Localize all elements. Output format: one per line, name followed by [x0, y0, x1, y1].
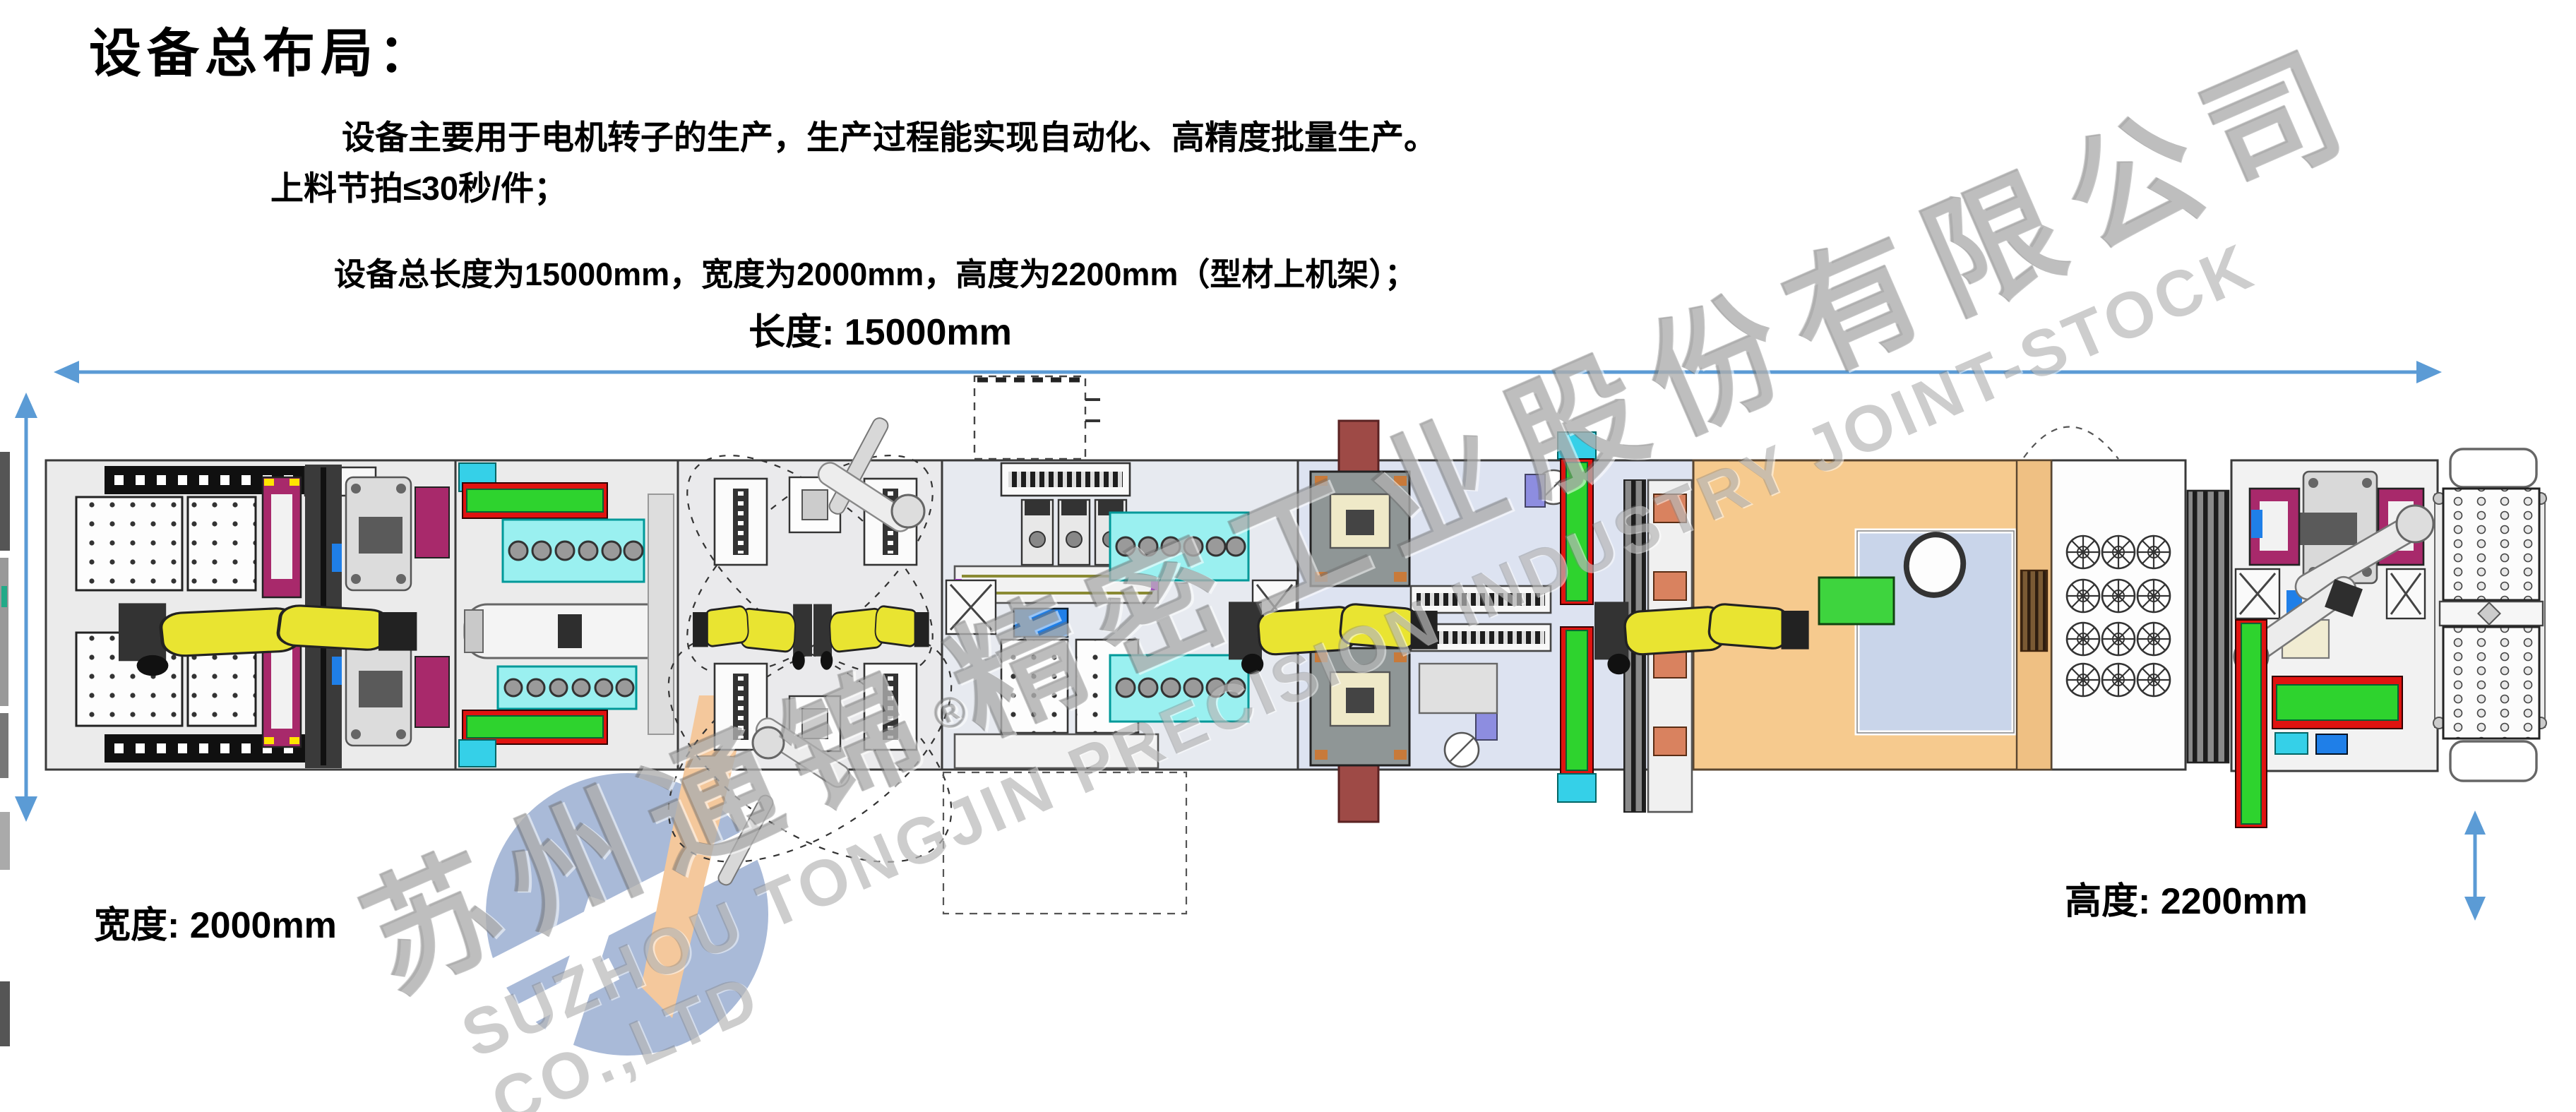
enclosure-room — [1818, 426, 2119, 771]
description-line-3: 设备总长度为15000mm，宽度为2000mm，高度为2200mm（型材上机架）… — [334, 256, 1417, 292]
pallet-tray — [186, 496, 257, 592]
robot-cell-station — [667, 417, 953, 886]
transfer-conveyor-station — [458, 462, 674, 767]
pallet-tray — [75, 496, 184, 592]
description-line-1: 设备主要用于电机转子的生产，生产过程能实现自动化、高精度批量生产。 — [342, 119, 1437, 156]
press-station — [942, 375, 1298, 915]
side-grille — [2186, 489, 2230, 764]
width-dimension-label: 宽度: 2000mm — [94, 905, 337, 946]
gray-fixture-block — [1309, 647, 1411, 767]
description-line-2: 上料节拍≤30秒/件； — [270, 169, 568, 207]
blue-unit — [1013, 607, 1069, 638]
rotary-arm — [717, 717, 851, 886]
company-logo — [463, 773, 794, 1067]
pallet-tray — [1000, 638, 1069, 734]
length-dimension-label: 长度: 15000mm — [749, 312, 1012, 353]
assembly-station — [1227, 419, 1811, 823]
vent-grille — [2020, 569, 2049, 652]
rivet-pallet — [2442, 487, 2541, 602]
page-title: 设备总布局： — [89, 24, 436, 83]
height-dimension-label: 高度: 2200mm — [2065, 881, 2308, 922]
robot-reach-envelope — [667, 455, 953, 863]
port-hole — [1903, 532, 1967, 598]
pallet-changer — [2433, 448, 2547, 782]
gray-fixture-block — [1309, 470, 1411, 587]
rotary-arm — [817, 417, 926, 532]
loading-station — [75, 465, 450, 768]
dashed-zone-outline — [973, 375, 1087, 460]
dimension-arrows — [15, 361, 2486, 921]
dashed-zone-outline — [942, 771, 1188, 915]
left-edge-equipment — [0, 452, 10, 1046]
green-unit — [1818, 576, 1895, 626]
section-fan-panel — [2050, 459, 2187, 771]
rivet-pallet — [2442, 626, 2541, 740]
logo-orange-ribbon — [641, 695, 750, 1018]
unload-station — [2233, 470, 2435, 828]
